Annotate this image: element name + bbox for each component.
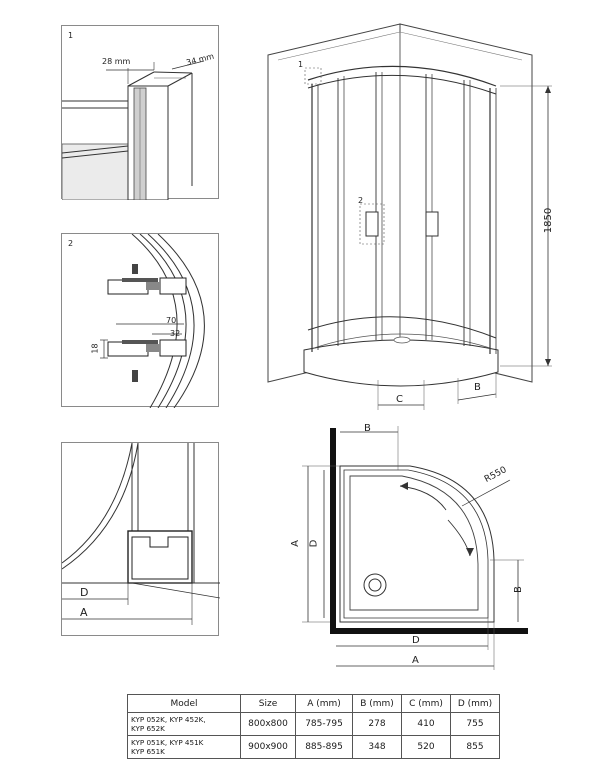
callout-2-label: 2 — [358, 196, 364, 205]
plan-d-left-label: D — [308, 539, 320, 548]
header-c: C (mm) — [401, 694, 451, 713]
header-size: Size — [240, 694, 296, 713]
plan-a-bottom-label: A — [412, 655, 419, 666]
table-header-row: Model Size A (mm) B (mm) C (mm) D (mm) — [127, 694, 500, 713]
dim-d-label: D — [80, 586, 89, 599]
base-section-drawing — [62, 443, 220, 625]
model-cell: KYP 052K, KYP 452K,KYP 652K — [127, 712, 241, 736]
plan-a-left-label: A — [289, 540, 301, 547]
b-cell: 348 — [352, 735, 402, 759]
header-b: B (mm) — [352, 694, 402, 713]
plan-d-bottom-label: D — [412, 635, 420, 646]
size-cell: 800x800 — [240, 712, 296, 736]
plan-radius-label: R550 — [483, 465, 509, 485]
spec-table: Model Size A (mm) B (mm) C (mm) D (mm) K… — [127, 694, 500, 759]
c-dimension-label: C — [396, 394, 403, 405]
handle-drawing — [100, 234, 205, 408]
b-dimension-label: B — [474, 382, 481, 393]
header-d: D (mm) — [450, 694, 500, 713]
detail-panel-1: 1 28 mm 34 mm — [61, 25, 219, 200]
a-cell: 785-795 — [295, 712, 353, 736]
dim-width-label: 28 mm — [102, 57, 131, 66]
header-a: A (mm) — [295, 694, 353, 713]
b-cell: 278 — [352, 712, 402, 736]
height-dimension-label: 1850 — [543, 207, 555, 234]
c-cell: 520 — [401, 735, 451, 759]
model-line: KYP 652K — [131, 724, 165, 733]
plan-b-top-label: B — [364, 423, 371, 434]
d-cell: 755 — [450, 712, 500, 736]
dim-70-label: 70 — [166, 316, 177, 325]
c-cell: 410 — [401, 712, 451, 736]
detail-panel-2: 2 70 32 18 — [61, 233, 219, 408]
detail-number: 1 — [68, 31, 74, 40]
table-row: KYP 052K, KYP 452K,KYP 652K 800x800 785-… — [127, 712, 500, 736]
dim-32-label: 32 — [170, 329, 181, 338]
model-line: KYP 052K, KYP 452K, — [131, 715, 206, 724]
callout-1-label: 1 — [298, 60, 304, 69]
dim-18-label: 18 — [90, 343, 100, 354]
model-line: KYP 051K, KYP 451K — [131, 738, 204, 747]
a-cell: 885-895 — [295, 735, 353, 759]
size-cell: 900x900 — [240, 735, 296, 759]
header-model: Model — [127, 694, 241, 713]
detail-number: 2 — [68, 239, 74, 248]
profile-drawing — [62, 60, 205, 200]
dim-a-label: A — [80, 606, 88, 619]
model-line: KYP 651K — [131, 747, 165, 756]
plan-b-right-label: B — [512, 586, 524, 593]
detail-panel-3: D A — [61, 442, 220, 636]
d-cell: 855 — [450, 735, 500, 759]
